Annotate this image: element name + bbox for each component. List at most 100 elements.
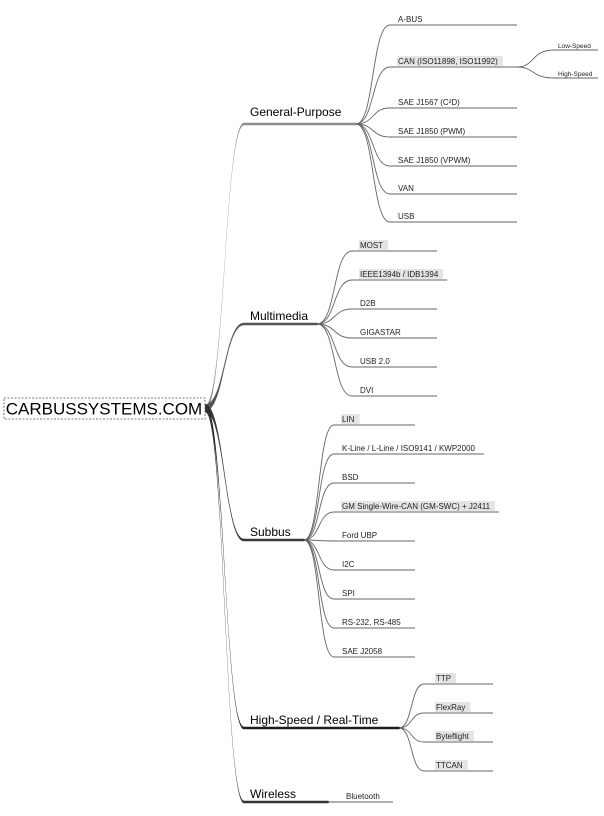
leaf-connector — [355, 123, 397, 167]
leaf-connector — [303, 539, 341, 571]
leaf-connector — [303, 482, 341, 541]
branch-label[interactable]: Subbus — [250, 525, 291, 539]
leaf-node[interactable]: IEEE1394b / IDB1394 — [359, 269, 448, 281]
leaf-node[interactable]: D2B — [359, 299, 437, 310]
subleaf-label[interactable]: High-Speed — [558, 71, 593, 78]
leaf-connector — [398, 727, 435, 772]
branch-label[interactable]: Wireless — [250, 787, 296, 801]
leaf-label: SPI — [342, 589, 355, 598]
leaf-label: Bluetooth — [346, 792, 380, 801]
leaf-connector — [355, 107, 397, 125]
leaf-connector — [303, 453, 341, 541]
leaf-connector — [316, 323, 359, 339]
leaf-connector — [303, 539, 341, 600]
leaf-label: Byteflight — [436, 732, 470, 741]
leaf-label: K-Line / L-Line / ISO9141 / KWP2000 — [342, 444, 476, 453]
leaf-node[interactable]: DVI — [359, 386, 437, 397]
leaf-connectors — [303, 24, 598, 803]
leaf-highlight — [435, 731, 474, 741]
branch-connector — [205, 404, 244, 542]
leaf-connector — [316, 279, 359, 325]
leaf-node[interactable]: CAN (ISO11898, ISO11992) — [397, 56, 517, 68]
subleaf-connector — [516, 66, 598, 79]
leaf-node[interactable]: TTCAN — [435, 760, 493, 772]
leaf-label: A-BUS — [398, 15, 422, 24]
leaf-connector — [398, 727, 435, 743]
leaf-label: DVI — [360, 386, 373, 395]
leaf-connector — [316, 323, 359, 368]
leaf-highlight — [359, 240, 389, 250]
leaf-label: IEEE1394b / IDB1394 — [360, 270, 439, 279]
leaf-label: VAN — [398, 184, 414, 193]
leaf-connector — [355, 123, 397, 223]
leaf-node[interactable]: RS-232, RS-485 — [341, 618, 415, 629]
leaf-node[interactable]: BSD — [341, 473, 415, 484]
leaf-highlight — [341, 414, 360, 424]
leaf-label: TTCAN — [436, 761, 463, 770]
leaf-connector — [355, 66, 397, 125]
branch-nodes: General-PurposeMultimediaSubbusHigh-Spee… — [250, 105, 379, 801]
leaf-connector — [355, 123, 397, 138]
subleaf-label[interactable]: Low-Speed — [558, 43, 591, 50]
branch-label[interactable]: Multimedia — [250, 309, 308, 323]
root-node[interactable]: CARBUSSYSTEMS.COM — [3, 397, 206, 420]
leaf-label: CAN (ISO11898, ISO11992) — [398, 57, 498, 66]
leaf-highlight — [359, 269, 444, 279]
leaf-highlight — [435, 673, 457, 683]
leaf-nodes: A-BUS CAN (ISO11898, ISO11992) Low-SpeedHi… — [341, 15, 593, 803]
leaf-label: MOST — [360, 241, 383, 250]
leaf-node[interactable]: Bluetooth — [345, 792, 393, 803]
leaf-connector — [355, 123, 397, 195]
leaf-label: BSD — [342, 473, 359, 482]
leaf-label: GM Single-Wire-CAN (GM-SWC) + J2411 — [342, 502, 491, 511]
leaf-label: D2B — [360, 299, 376, 308]
leaf-node[interactable]: SAE J1850 (PWM) — [397, 127, 517, 138]
leaf-node[interactable]: VAN — [397, 184, 517, 195]
leaf-connector — [398, 683, 435, 729]
leaf-label: GIGASTAR — [360, 328, 401, 337]
leaf-label: SAE J2058 — [342, 647, 383, 656]
leaf-highlight — [435, 760, 468, 770]
leaf-connector — [316, 308, 359, 325]
branch-label[interactable]: General-Purpose — [250, 105, 342, 119]
leaf-highlight — [435, 702, 471, 712]
leaf-label: FlexRay — [436, 703, 465, 712]
leaf-node[interactable]: GIGASTAR — [359, 328, 437, 339]
leaf-highlight — [397, 56, 503, 66]
leaf-node[interactable]: MOST — [359, 240, 437, 252]
leaf-node[interactable]: GM Single-Wire-CAN (GM-SWC) + J2411 — [341, 501, 500, 513]
branch-connector — [205, 403, 244, 730]
leaf-label: LIN — [342, 415, 355, 424]
leaf-node[interactable]: LIN — [341, 414, 415, 426]
leaf-node[interactable]: USB — [397, 212, 517, 223]
leaf-node[interactable]: SAE J1850 (VPWM) — [397, 156, 517, 167]
branch-connector — [205, 404, 244, 804]
leaf-node[interactable]: Ford UBP — [341, 531, 415, 542]
leaf-node[interactable]: I2C — [341, 560, 415, 571]
leaf-node[interactable]: USB 2.0 — [359, 357, 437, 368]
leaf-node[interactable]: K-Line / L-Line / ISO9141 / KWP2000 — [341, 444, 484, 455]
branch-label[interactable]: High-Speed / Real-Time — [250, 713, 379, 727]
leaf-connector — [316, 250, 359, 325]
leaf-node[interactable]: SPI — [341, 589, 415, 600]
leaf-node[interactable]: SAE J1567 (C²D) — [397, 98, 517, 109]
leaf-node[interactable]: A-BUS — [397, 15, 517, 26]
leaf-highlight — [341, 501, 496, 511]
leaf-connector — [303, 424, 341, 541]
branch-connector — [205, 322, 244, 412]
leaf-connector — [303, 539, 341, 658]
leaf-connector — [303, 511, 341, 541]
leaf-label: Ford UBP — [342, 531, 377, 540]
leaf-node[interactable]: SAE J2058 — [341, 647, 415, 658]
leaf-label: RS-232, RS-485 — [342, 618, 401, 627]
leaf-node[interactable]: TTP — [435, 673, 493, 685]
root-frame — [3, 397, 206, 420]
branch-connector — [205, 122, 244, 411]
leaf-label: USB — [398, 212, 414, 221]
leaf-connector — [355, 24, 397, 125]
leaf-node[interactable]: FlexRay — [435, 702, 493, 714]
subleaf-connector — [516, 49, 598, 68]
leaf-label: SAE J1850 (VPWM) — [398, 156, 471, 165]
leaf-node[interactable]: Byteflight — [435, 731, 493, 743]
